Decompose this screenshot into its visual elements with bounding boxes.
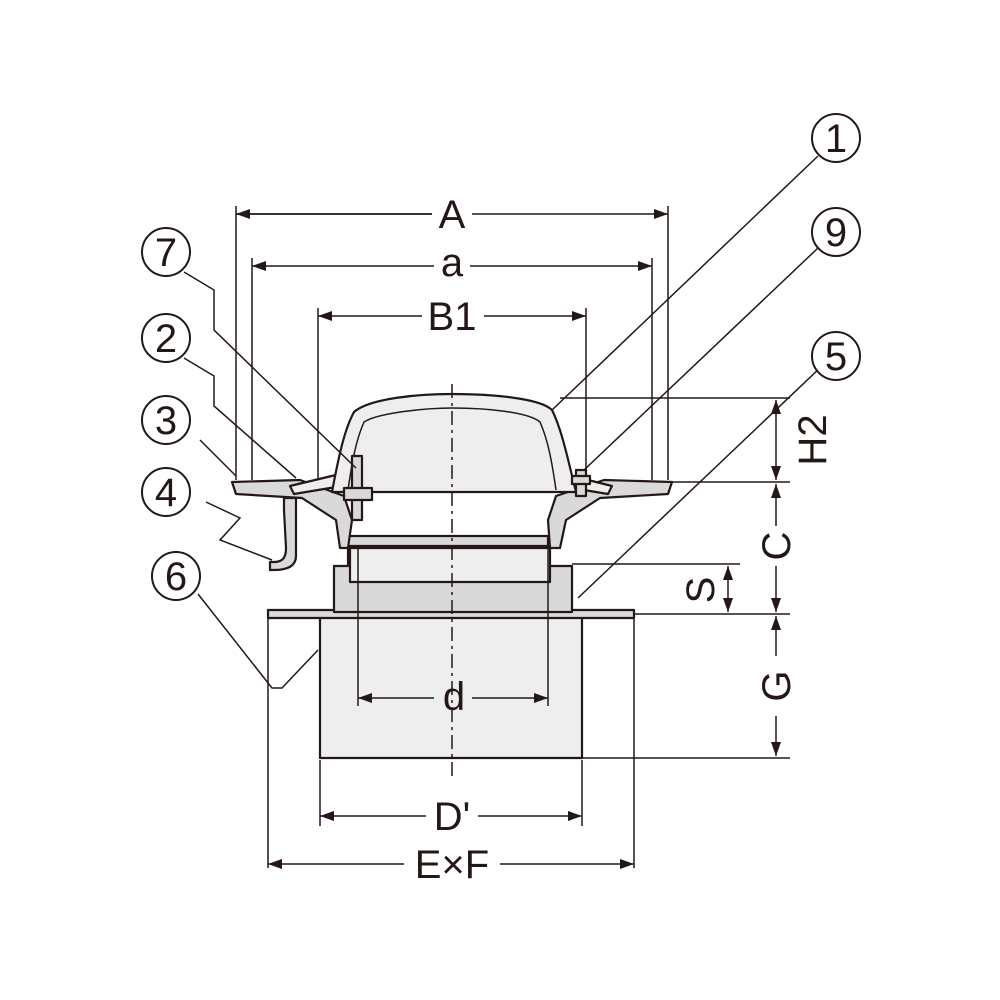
- callout-label-1: 1: [825, 117, 847, 161]
- callout-label-9: 9: [825, 211, 847, 255]
- leader-lines: [183, 155, 823, 689]
- callout-2: 2: [141, 313, 191, 363]
- dim-label-D-prime: D': [434, 795, 471, 839]
- dim-label-G: G: [755, 670, 799, 701]
- callout-label-4: 4: [155, 471, 177, 515]
- callout-label-5: 5: [825, 335, 847, 379]
- dim-A: A: [236, 193, 668, 237]
- callout-1: 1: [811, 113, 861, 163]
- dim-ExF: E×F: [268, 843, 634, 887]
- anchor-4: [268, 496, 298, 572]
- dim-label-ExF: E×F: [415, 843, 489, 887]
- dim-label-C: C: [755, 532, 799, 561]
- dim-S: S: [679, 566, 733, 612]
- callout-7: 7: [141, 227, 191, 277]
- bolt-7: [342, 454, 374, 522]
- callout-3: 3: [141, 395, 191, 445]
- dim-label-A: A: [439, 193, 466, 237]
- bolt-9: [570, 468, 592, 498]
- sleeve-box: [318, 614, 584, 760]
- callout-label-3: 3: [155, 399, 177, 443]
- dim-B1: B1: [318, 295, 586, 339]
- dim-label-a: a: [441, 241, 464, 285]
- dim-label-B1: B1: [428, 295, 477, 339]
- dim-d: d: [358, 675, 548, 719]
- drain-body: [230, 384, 674, 868]
- dim-label-d: d: [443, 675, 465, 719]
- callout-9: 9: [811, 207, 861, 257]
- callout-label-2: 2: [155, 317, 177, 361]
- callout-5: 5: [811, 331, 861, 381]
- dim-G: G: [755, 616, 799, 756]
- dim-label-S: S: [679, 577, 723, 604]
- extension-lines: [235, 206, 790, 826]
- dim-H2: H2: [771, 400, 835, 480]
- dim-a: a: [252, 241, 652, 285]
- dim-D-prime: D': [320, 795, 582, 839]
- dim-C: C: [755, 484, 799, 612]
- callout-6: 6: [151, 551, 201, 601]
- dim-label-H2: H2: [791, 414, 835, 465]
- callout-label-6: 6: [165, 555, 187, 599]
- outlet-socket: [348, 544, 552, 584]
- callout-4: 4: [141, 467, 191, 517]
- callout-label-7: 7: [155, 231, 177, 275]
